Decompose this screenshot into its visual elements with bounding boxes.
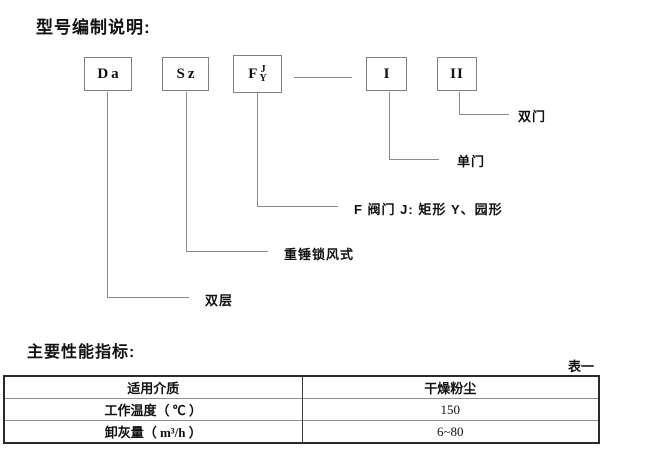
table-cell-value: 150 xyxy=(302,398,599,421)
model-box-f-variant-stack: J Y xyxy=(259,64,267,84)
branch-label-single-door: 单门 xyxy=(457,154,486,169)
connector-f-horizontal xyxy=(257,206,338,207)
table-cell-param: 适用介质 xyxy=(4,376,303,399)
table-cell-param: 工作温度（ ℃ ） xyxy=(4,398,303,421)
model-box-f: F J Y xyxy=(233,55,282,93)
branch-label-double-layer: 双层 xyxy=(205,293,234,308)
connector-da-horizontal xyxy=(107,297,189,298)
connector-da-vertical xyxy=(107,92,108,298)
model-box-da-label: Da xyxy=(97,65,122,82)
model-box-sz-label: Sz xyxy=(176,65,198,82)
model-box-ii-label: II xyxy=(450,65,464,82)
branch-label-double-door: 双门 xyxy=(518,109,547,124)
table-cell-value: 6~80 xyxy=(302,420,599,443)
branch-label-valve-shape: F 阀门 J: 矩形 Y、园形 xyxy=(354,202,503,217)
performance-table: 适用介质 干燥粉尘 工作温度（ ℃ ） 150 卸灰量（ m³/h ） 6~80 xyxy=(3,375,600,444)
connector-i-vertical xyxy=(389,92,390,160)
connector-sz-vertical xyxy=(186,92,187,252)
model-box-i-label: I xyxy=(383,65,390,82)
connector-sz-horizontal xyxy=(186,251,268,252)
table-cell-param: 卸灰量（ m³/h ） xyxy=(4,420,303,443)
model-box-sz: Sz xyxy=(162,57,209,91)
performance-table-grid: 适用介质 干燥粉尘 工作温度（ ℃ ） 150 卸灰量（ m³/h ） 6~80 xyxy=(3,375,600,444)
model-box-ii: II xyxy=(437,57,477,91)
table-row: 工作温度（ ℃ ） 150 xyxy=(4,398,599,421)
connector-ii-horizontal xyxy=(459,114,509,115)
connector-f-vertical xyxy=(257,92,258,207)
branch-label-hammer-airlock: 重锤锁风式 xyxy=(284,247,355,262)
table-caption: 表一 xyxy=(568,359,595,374)
model-box-i: I xyxy=(366,57,407,91)
model-box-f-variant-y: Y xyxy=(259,73,267,84)
model-box-da: Da xyxy=(84,57,132,91)
connector-i-horizontal xyxy=(389,159,439,160)
performance-title: 主要性能指标: xyxy=(27,344,136,361)
table-row: 适用介质 干燥粉尘 xyxy=(4,376,599,399)
model-designation-title: 型号编制说明: xyxy=(36,18,151,37)
dash-connector xyxy=(294,77,352,78)
model-box-f-label: F xyxy=(248,65,258,82)
table-row: 卸灰量（ m³/h ） 6~80 xyxy=(4,420,599,443)
table-cell-value: 干燥粉尘 xyxy=(424,381,477,396)
model-box-f-variant-j: J xyxy=(260,64,266,75)
connector-ii-vertical xyxy=(459,92,460,115)
